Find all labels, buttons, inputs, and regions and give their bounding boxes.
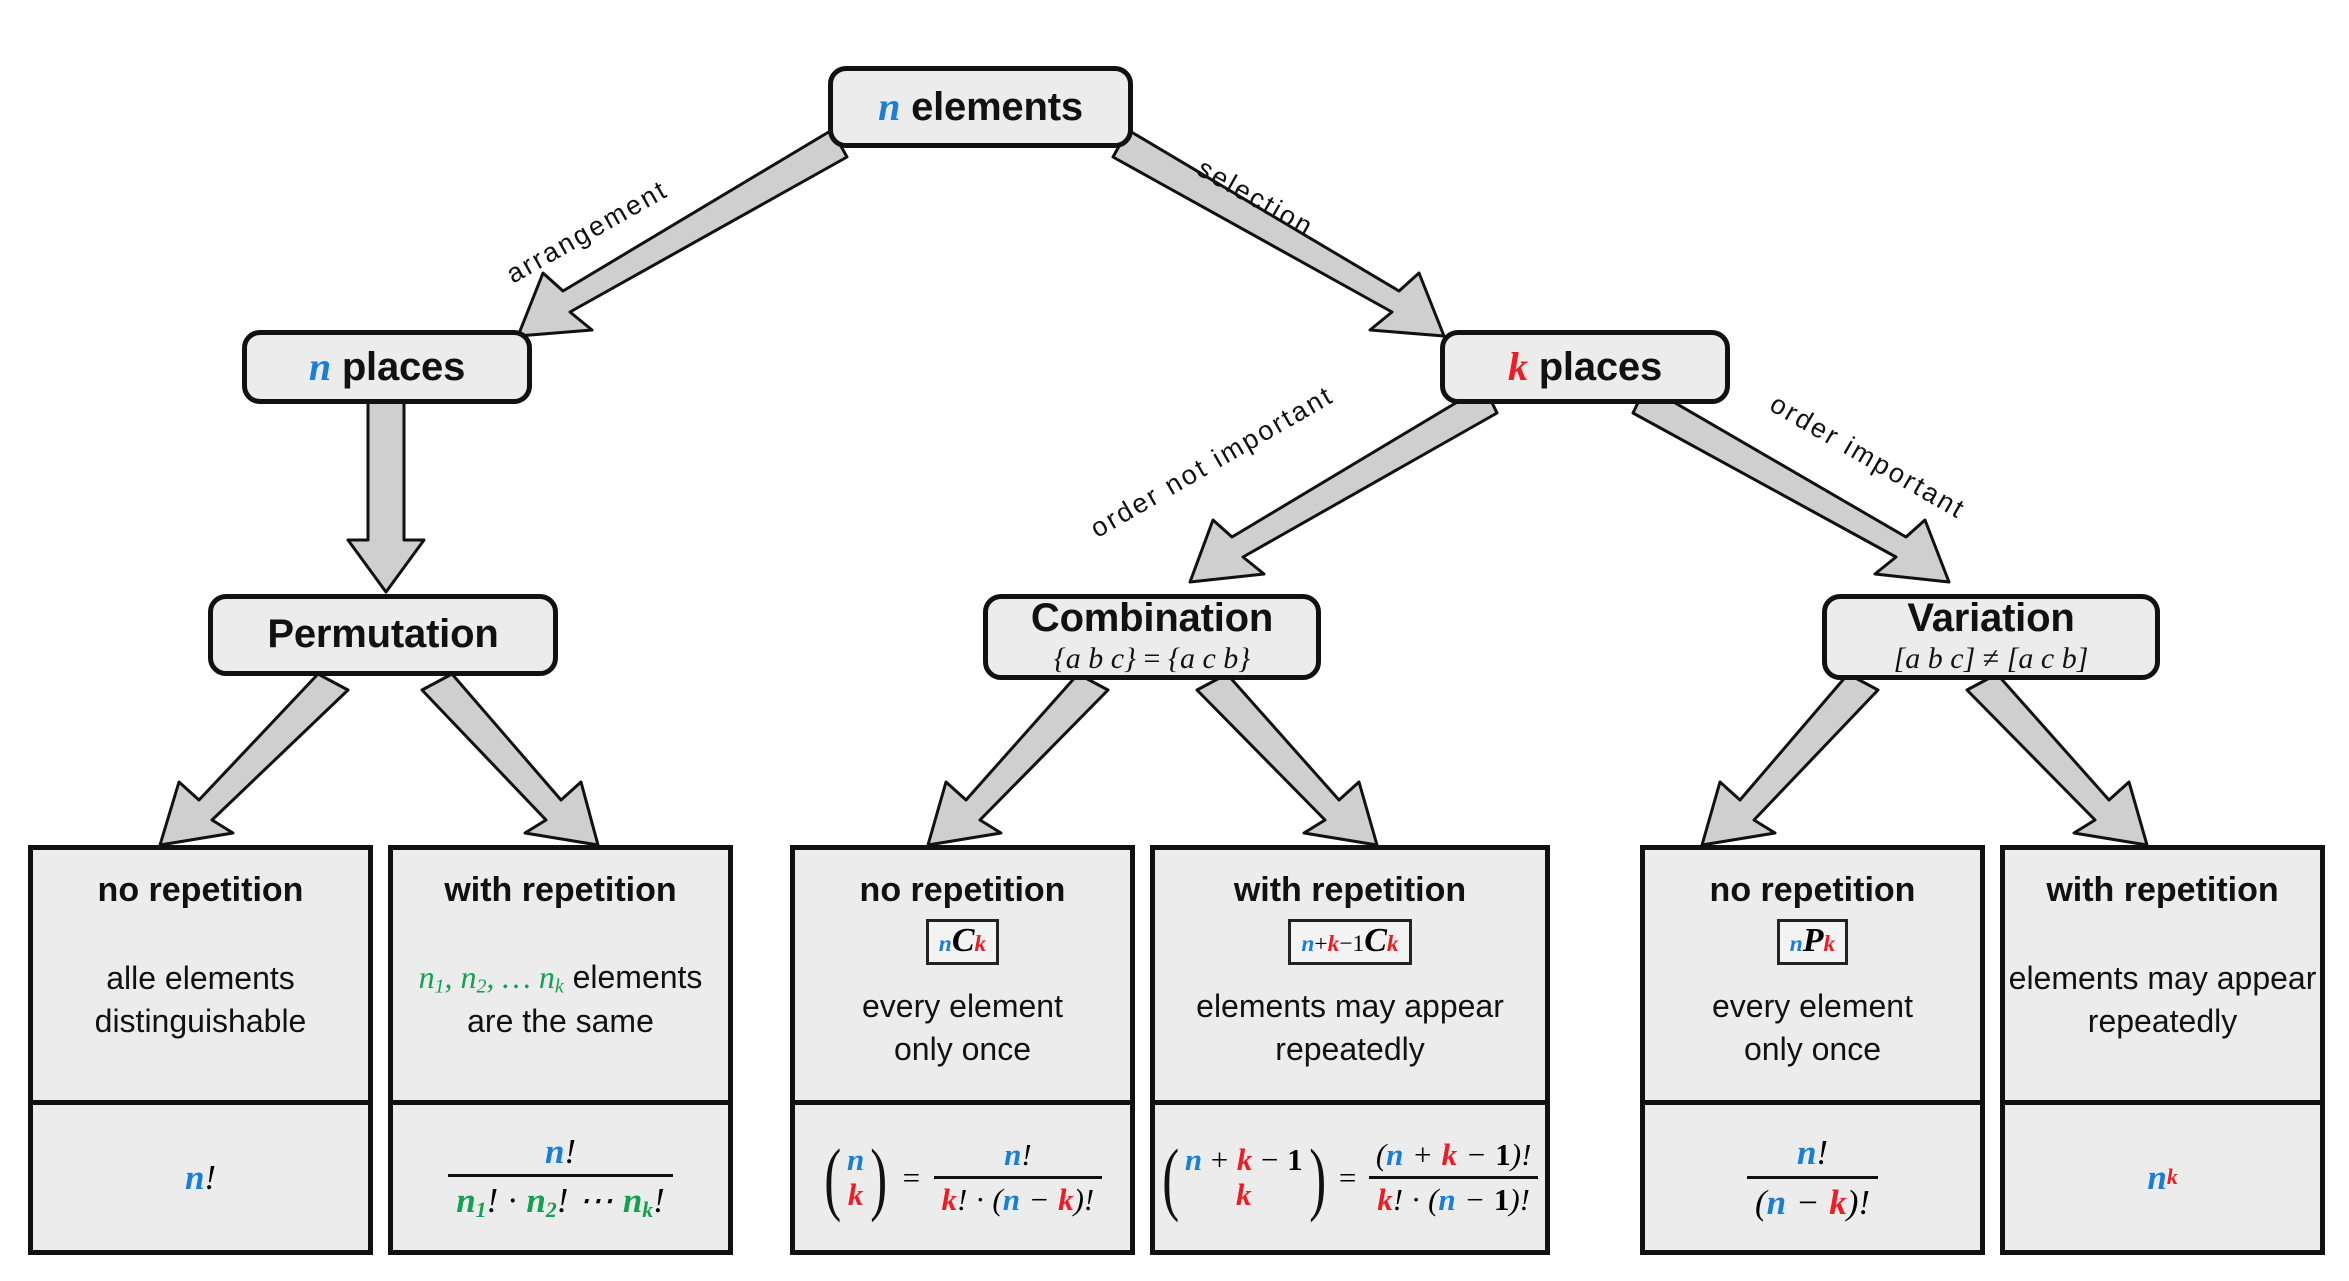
n-places-label-text: places xyxy=(341,344,466,389)
leaf-desc-line2: only once xyxy=(894,1030,1031,1067)
node-n-elements-label: n elements xyxy=(878,85,1083,129)
combination-set-right: {a c b} xyxy=(1167,642,1251,676)
leaf-formula-cell: n! xyxy=(33,1100,368,1250)
leaf-formula-cell: ( n + k − 1 k ) = (n + k − 1)! k! · (n −… xyxy=(1155,1100,1545,1250)
leaf-description: elements may appear repeatedly xyxy=(1196,985,1504,1071)
leaf-formula-cell: n! n1! · n2! ⋯ nk! xyxy=(393,1100,728,1250)
leaf-desc-symbols: n1, n2, … nk xyxy=(418,959,564,998)
leaf-permutation-no-repetition[interactable]: no repetition alle elements distinguisha… xyxy=(28,845,373,1255)
node-combination[interactable]: Combination {a b c} = {a c b} xyxy=(983,594,1321,680)
symbol-k: k xyxy=(1507,343,1528,389)
leaf-head: no repetition xyxy=(1709,871,1916,909)
symbol-n: n xyxy=(308,343,331,389)
leaf-head: no repetition xyxy=(97,871,304,909)
node-k-places-label: k places xyxy=(1508,345,1662,389)
leaf-desc-line2: are the same xyxy=(467,1003,654,1040)
leaf-desc-line1: elements may appear xyxy=(1196,987,1504,1024)
leaf-head: with repetition xyxy=(1233,871,1467,909)
node-permutation-title: Permutation xyxy=(267,612,499,657)
leaf-description: every element only once xyxy=(862,985,1063,1071)
leaf-desc-line2: repeatedly xyxy=(1275,1030,1425,1067)
arrow-order-not-important xyxy=(1188,384,1499,584)
leaf-head: no repetition xyxy=(859,871,1066,909)
notation-nPk: nPk xyxy=(1776,919,1849,966)
leaf-description: elements may appear repeatedly xyxy=(2009,957,2317,1043)
formula-n-factorial: n! xyxy=(184,1157,217,1197)
variation-seq-left: [a b c] xyxy=(1893,642,1976,676)
node-n-elements[interactable]: n elements xyxy=(828,66,1133,148)
leaf-formula-cell: n! (n − k)! xyxy=(1645,1100,1980,1250)
variation-seq-right: [a c b] xyxy=(2006,642,2089,676)
leaf-desc-line2: only once xyxy=(1744,1030,1881,1067)
leaf-permutation-with-repetition[interactable]: with repetition n1, n2, … nk elements ar… xyxy=(388,845,733,1255)
leaf-desc-line1: elements may appear xyxy=(2008,959,2317,996)
arrow-variation-norep xyxy=(1700,672,1880,847)
node-variation[interactable]: Variation [a b c] ≠ [a c b] xyxy=(1822,594,2160,680)
leaf-variation-with-repetition[interactable]: with repetition elements may appear repe… xyxy=(2000,845,2325,1255)
leaf-upper: with repetition n+k−1Ck elements may app… xyxy=(1155,850,1545,1100)
formula-npk: n! (n − k)! xyxy=(1743,1132,1882,1223)
leaf-desc-line1-tail: elements xyxy=(572,959,703,996)
node-permutation[interactable]: Permutation xyxy=(208,594,558,676)
leaf-desc-line2: repeatedly xyxy=(2087,1002,2238,1039)
arrow-selection xyxy=(1111,128,1446,338)
combination-set-left: {a b c} xyxy=(1053,642,1137,676)
node-n-places-label: n places xyxy=(308,343,466,389)
formula-multiset-permutation: n! n1! · n2! ⋯ nk! xyxy=(444,1131,677,1224)
arrow-permutation-norep xyxy=(158,672,350,847)
notation-nCk: nCk xyxy=(925,919,1000,966)
leaf-description: alle elements distinguishable xyxy=(95,957,307,1043)
variation-operator: ≠ xyxy=(1982,642,2000,676)
arrow-permutation-withrep xyxy=(420,672,600,847)
formula-multiset-coefficient: ( n + k − 1 k ) = (n + k − 1)! k! · (n −… xyxy=(1157,1136,1544,1219)
node-n-places[interactable]: n places xyxy=(242,330,532,404)
leaf-variation-no-repetition[interactable]: no repetition nPk every element only onc… xyxy=(1640,845,1985,1255)
leaf-upper: no repetition nPk every element only onc… xyxy=(1645,850,1980,1100)
edge-label-arrangement: arrangement xyxy=(501,174,674,290)
leaf-upper: no repetition alle elements distinguisha… xyxy=(33,850,368,1100)
arrow-combination-withrep xyxy=(1195,672,1379,847)
leaf-upper: with repetition elements may appear repe… xyxy=(2005,850,2320,1100)
arrow-combination-norep xyxy=(926,672,1110,847)
edge-label-order-not-important: order not important xyxy=(1085,379,1339,544)
edge-label-order-important: order important xyxy=(1764,388,1972,525)
leaf-head: with repetition xyxy=(444,871,677,909)
symbol-n: n xyxy=(878,83,901,129)
leaf-desc-line1: every element xyxy=(1712,987,1913,1024)
node-variation-subtitle: [a b c] ≠ [a c b] xyxy=(1894,642,2089,677)
node-variation-title: Variation xyxy=(1907,596,2075,641)
combination-operator: = xyxy=(1143,642,1161,676)
leaf-upper: with repetition n1, n2, … nk elements ar… xyxy=(393,850,728,1100)
node-combination-title: Combination xyxy=(1030,596,1274,641)
leaf-desc-line2: distinguishable xyxy=(94,1002,307,1039)
leaf-combination-no-repetition[interactable]: no repetition nCk every element only onc… xyxy=(790,845,1135,1255)
leaf-upper: no repetition nCk every element only onc… xyxy=(795,850,1130,1100)
root-label-text: elements xyxy=(911,84,1083,129)
edge-label-selection: selection xyxy=(1192,152,1320,243)
leaf-head: with repetition xyxy=(2046,871,2279,909)
k-places-label-text: places xyxy=(1538,344,1663,389)
notation-nplusk-minus1-Ck: n+k−1Ck xyxy=(1288,919,1412,966)
leaf-description: every element only once xyxy=(1712,985,1913,1071)
arrow-variation-withrep xyxy=(1965,672,2149,847)
leaf-combination-with-repetition[interactable]: with repetition n+k−1Ck elements may app… xyxy=(1150,845,1550,1255)
node-k-places[interactable]: k places xyxy=(1440,330,1730,404)
node-combination-subtitle: {a b c} = {a c b} xyxy=(1054,642,1251,677)
arrow-nplaces-permutation xyxy=(346,396,426,594)
leaf-desc-line1: every element xyxy=(862,987,1063,1024)
leaf-description: n1, n2, … nk elements are the same xyxy=(419,956,703,1043)
leaf-desc-line1: alle elements xyxy=(106,959,295,996)
